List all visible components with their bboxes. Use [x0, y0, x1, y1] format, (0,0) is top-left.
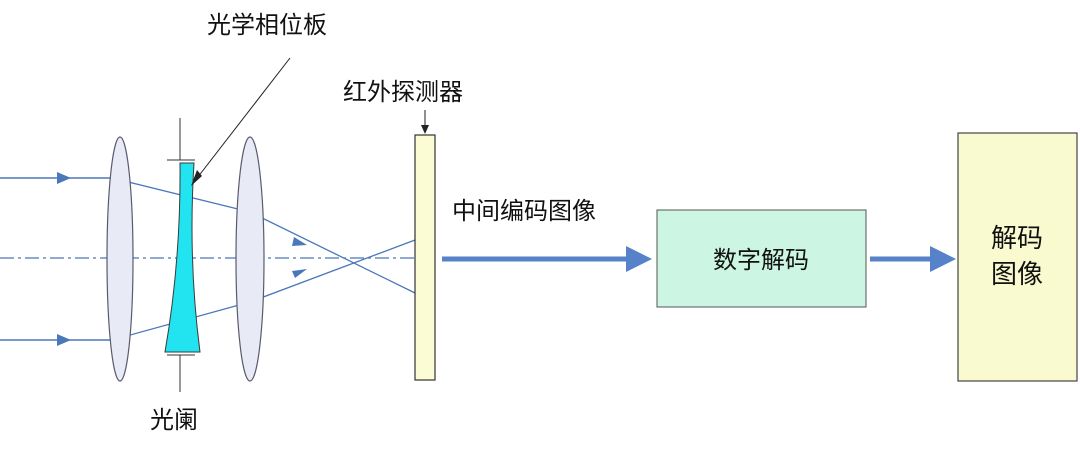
- incoming-ray-bottom-arrow: [57, 334, 71, 346]
- flow-arrowhead-to-decoder: [626, 246, 652, 272]
- phase-plate-leader: [193, 57, 291, 183]
- converging-ray: [249, 239, 416, 303]
- aperture-label: 光阑: [150, 406, 198, 434]
- decoded-image-label-line2: 图像: [991, 260, 1043, 290]
- decoded-image-box: [957, 132, 1078, 382]
- infrared-detector: [414, 134, 436, 381]
- digital-decoding-box: [656, 209, 867, 308]
- intermediate-image-label: 中间编码图像: [452, 197, 596, 225]
- detector-leader-arrow: [421, 125, 429, 134]
- digital-decoding-label: 数字解码: [713, 246, 809, 274]
- optical-phase-plate: [164, 162, 201, 353]
- ray-arrow: [292, 237, 307, 246]
- decoded-image-label-line1: 解码: [991, 224, 1043, 254]
- ray-arrow: [292, 269, 307, 278]
- phase-plate-leader-arrow: [191, 170, 202, 186]
- second-lens: [235, 136, 265, 382]
- first-lens: [106, 136, 134, 382]
- phase-plate-label: 光学相位板: [207, 11, 327, 39]
- incoming-ray-top-arrow: [57, 172, 71, 184]
- flow-arrowhead-to-output: [930, 246, 956, 272]
- ir-detector-label: 红外探测器: [343, 78, 463, 106]
- converging-ray: [249, 211, 416, 294]
